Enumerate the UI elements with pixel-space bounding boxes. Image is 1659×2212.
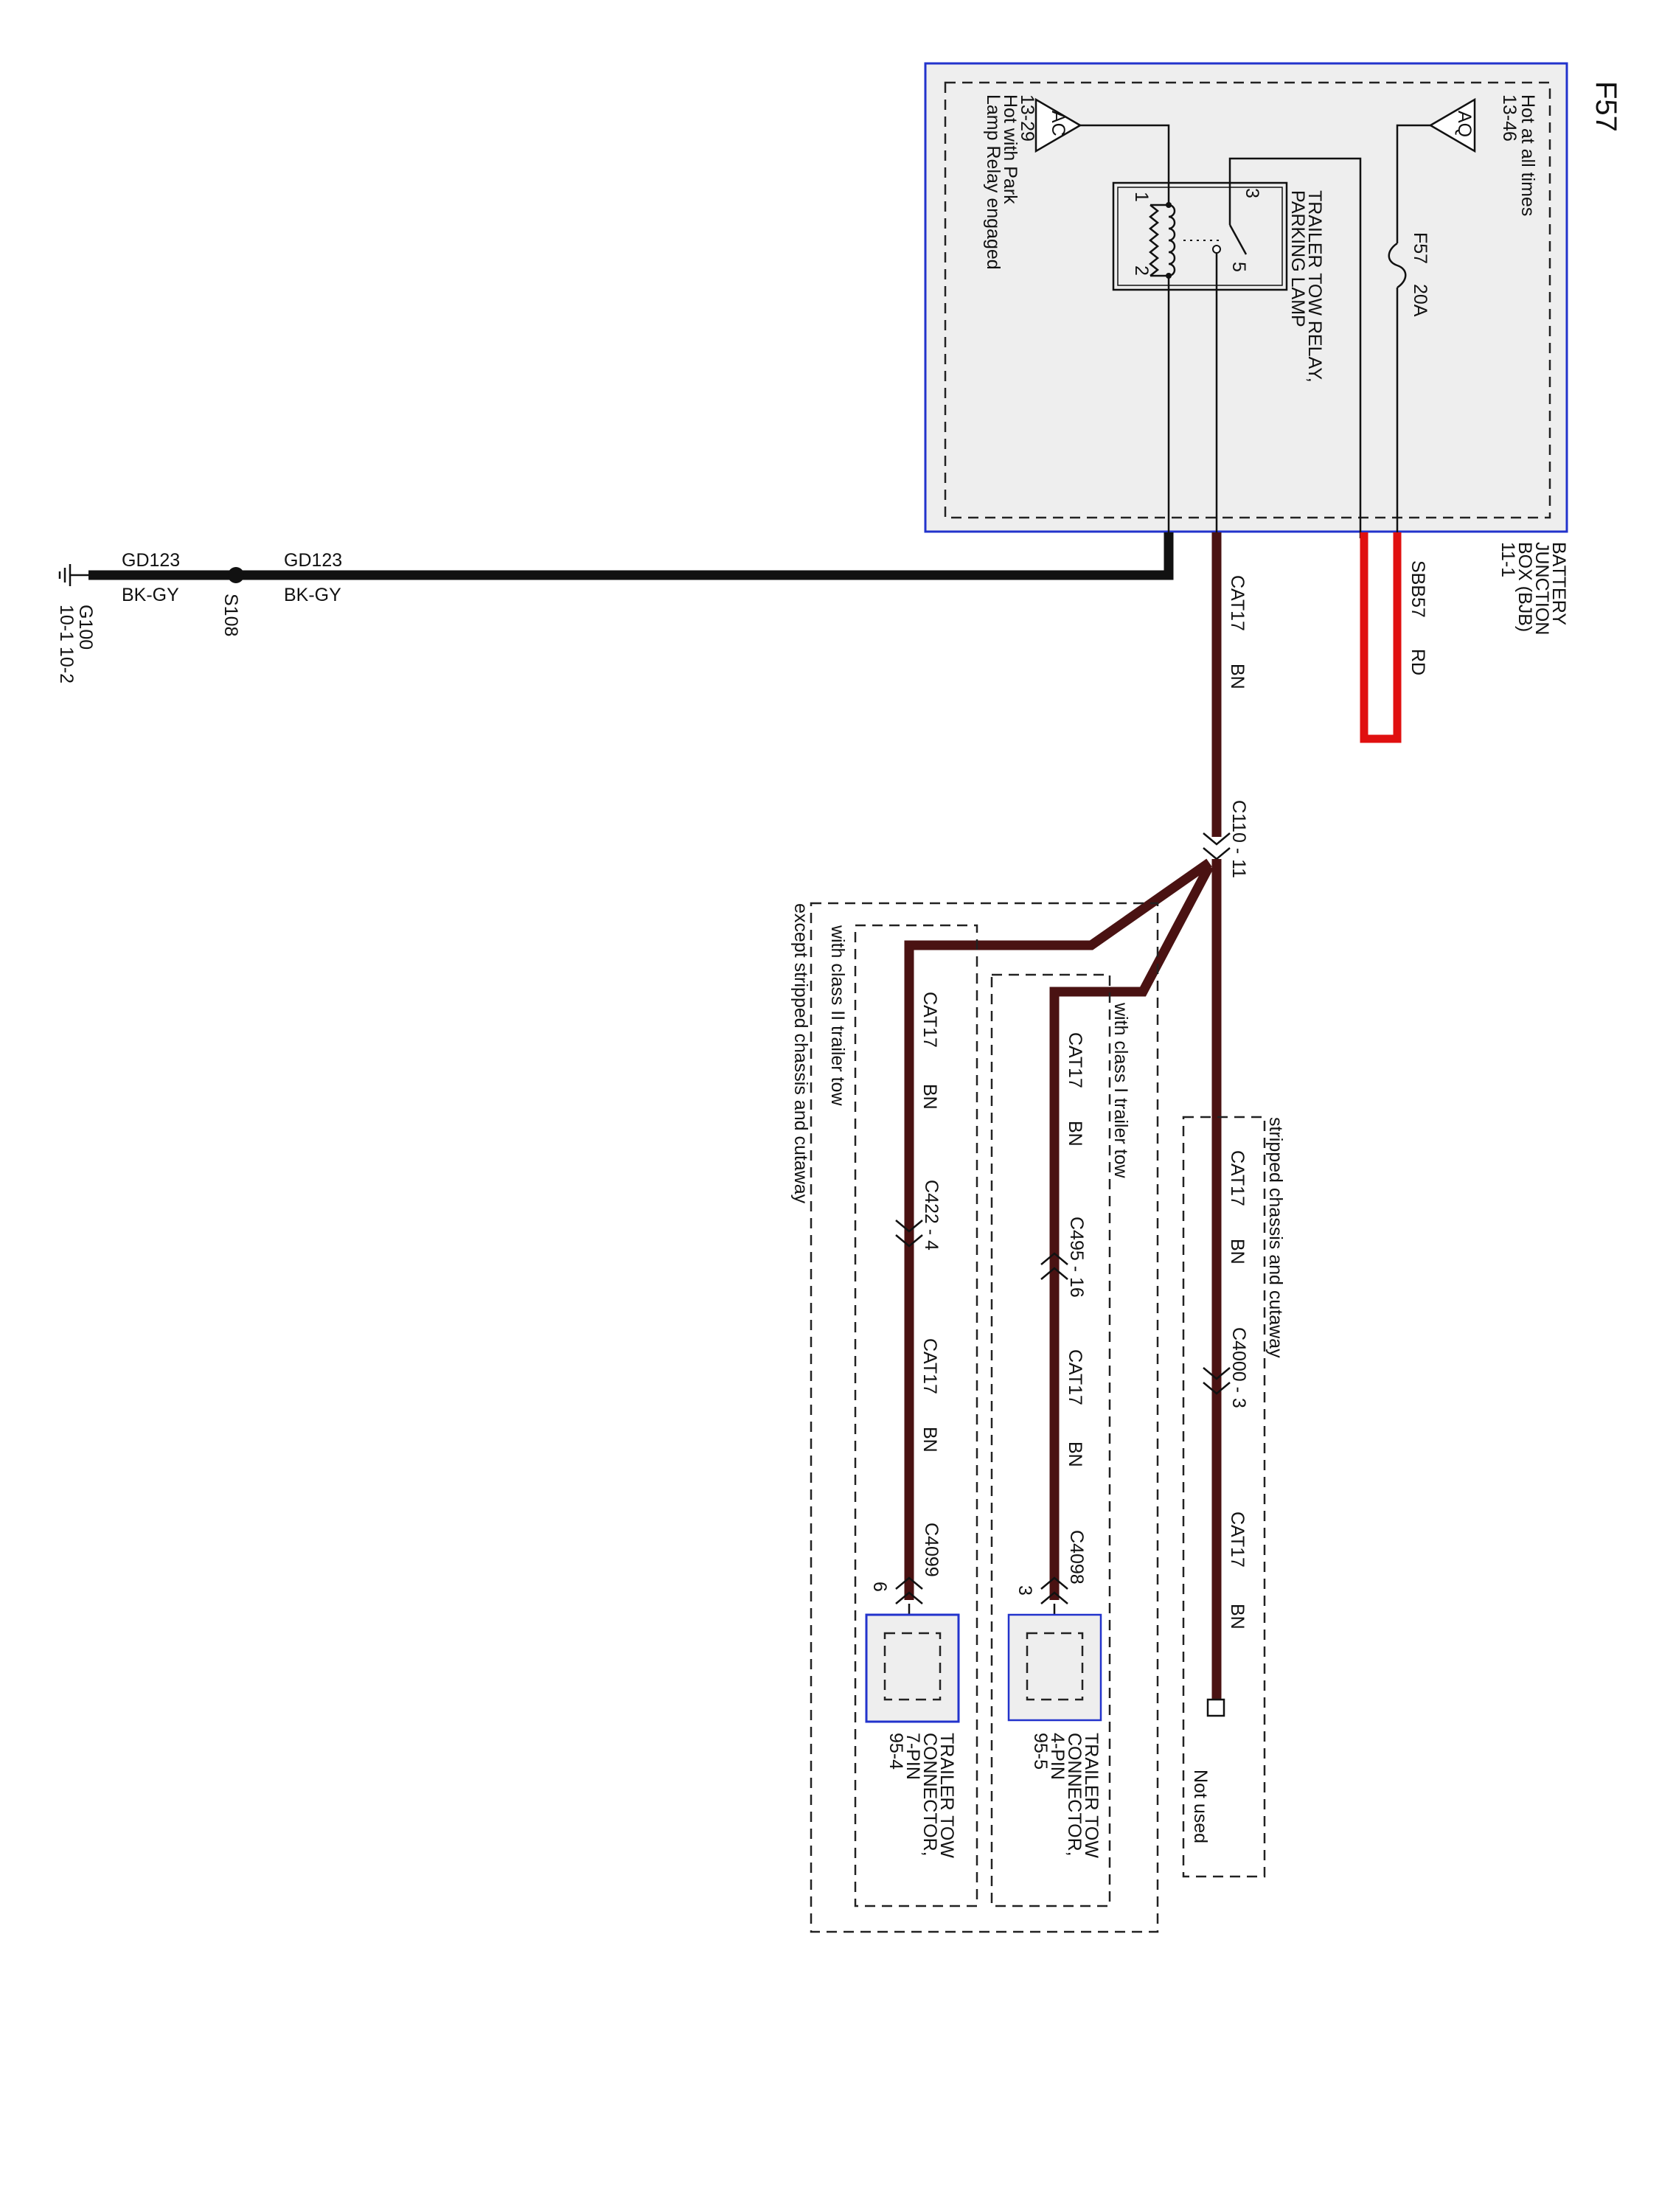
relay-coil-icon [1148, 204, 1160, 276]
connector-c495-label: C495 - 16 [1066, 1217, 1087, 1298]
not-used-label: Not used [1190, 1770, 1211, 1843]
relay-pin-3: 3 [1242, 188, 1262, 198]
ground-refs: 10-1 10-2 [56, 605, 77, 684]
wire-cat17-stripped-color1: BN [1227, 1239, 1248, 1265]
relay-label-line1: TRAILER TOW RELAY, [1304, 190, 1325, 383]
hot-ref-triangle-icon [1428, 97, 1476, 153]
bjb-inner-dashed-border [944, 81, 1551, 519]
wire-cat17-trunk-label: CAT17 [1227, 575, 1248, 631]
relay-switch-arm [1228, 224, 1248, 255]
relay-switch-contact [1212, 245, 1221, 254]
class1-option-label: with class I trailer tow [1110, 1002, 1131, 1179]
bjb-title-line2: JUNCTION [1531, 542, 1552, 635]
connector-c495-icon [1040, 1252, 1068, 1280]
park-ref-page: 13-29 [1017, 94, 1037, 142]
fuse-id: F57 [1410, 232, 1430, 264]
trailer-4pin-line4: 95-5 [1030, 1733, 1051, 1770]
wire-cat17-class1-color2: BN [1065, 1441, 1085, 1467]
fuse-rating: 20A [1410, 284, 1430, 317]
trailer-7pin-line1: TRAILER TOW [936, 1733, 957, 1858]
wire-gd123 [88, 532, 1174, 580]
wire-cat17-trunk-color: BN [1227, 664, 1248, 689]
class2-option-label: with class II trailer tow [827, 925, 848, 1106]
diagram-id: F57 [1590, 81, 1622, 132]
park-ref-tag: AC [1048, 111, 1068, 136]
relay-pin1-dot [1166, 202, 1172, 208]
relay-inner-box [1117, 187, 1283, 286]
relay-pin-1: 1 [1131, 192, 1152, 202]
wire-cat17-class1-color1: BN [1065, 1121, 1085, 1147]
splice-s108-dot [228, 567, 244, 583]
relay-pin2-dot [1166, 273, 1172, 279]
connector-c4099-label: C4099 [921, 1523, 942, 1577]
wire-cat17-class1-label2: CAT17 [1065, 1349, 1085, 1405]
fuse-icon [1388, 242, 1407, 289]
connector-c110-label: C110 - 11 [1228, 800, 1249, 878]
wire-gd123-color-left: BK-GY [122, 585, 179, 605]
hot-ref-tag: AQ [1454, 111, 1475, 137]
except-stripped-option-box [810, 902, 1159, 1933]
wire-cat17-stripped-label1: CAT17 [1227, 1150, 1248, 1206]
connector-c4000-label: C4000 - 3 [1228, 1327, 1249, 1408]
park-feed-line [1080, 124, 1170, 193]
relay-box [1112, 181, 1288, 291]
wire-sbb57-label: SBB57 [1408, 560, 1428, 618]
wire-cat17-class1 [1049, 863, 1214, 1600]
wire-sbb57-rd [1360, 532, 1402, 743]
trailer-4pin-connector [1007, 1613, 1102, 1722]
ground-g100-label: G100 [75, 605, 96, 650]
hot-at-all-times-label: Hot at all times [1517, 94, 1538, 216]
class2-option-box [854, 924, 978, 1907]
stripped-option-label: stripped chassis and cutaway [1265, 1117, 1286, 1358]
wire-cat17-stripped-label2: CAT17 [1227, 1512, 1248, 1568]
connector-c110-icon [1203, 832, 1231, 860]
trailer-4pin-line2: CONNECTOR, [1064, 1733, 1085, 1857]
wire-gd123-label-left: GD123 [122, 550, 180, 571]
connector-c4098-label: C4098 [1066, 1530, 1087, 1585]
trailer-7pin-connector [865, 1613, 960, 1723]
bjb-title-line3: BOX (BJB) [1514, 542, 1535, 632]
trailer-4pin-connector-inner [1026, 1632, 1084, 1701]
wire-cat17-class2-color1: BN [919, 1084, 940, 1110]
park-hot-label-line1: Hot with Park [1000, 94, 1020, 204]
not-used-terminal-icon [1206, 1698, 1225, 1717]
connector-c4099-icon [895, 1576, 923, 1604]
bjb-title-line4: 11-1 [1498, 542, 1518, 577]
relay-pin-2: 2 [1131, 265, 1152, 276]
stripped-option-box [1182, 1116, 1266, 1878]
connector-c422-label: C422 - 4 [921, 1180, 942, 1251]
splice-s108-label: S108 [220, 594, 241, 636]
trailer-7pin-line4: 95-4 [886, 1733, 906, 1770]
wire-gd123-color-right: BK-GY [284, 585, 341, 605]
trailer-7pin-line2: CONNECTOR, [919, 1733, 940, 1857]
relay-pin-5: 5 [1228, 262, 1249, 272]
trailer-4pin-line1: TRAILER TOW [1081, 1733, 1102, 1858]
wire-cat17-class1-label1: CAT17 [1065, 1032, 1085, 1088]
connector-c4098-icon [1040, 1576, 1068, 1604]
relay-feed-line [1228, 157, 1362, 538]
hot-feed-line [1396, 124, 1430, 243]
park-hot-label-line2: Lamp Relay engaged [983, 94, 1004, 270]
connector-c4099-pin: 6 [869, 1582, 890, 1592]
trailer-7pin-connector-inner [883, 1632, 942, 1701]
class1-option-box [990, 973, 1111, 1907]
wire-gd123-label-right: GD123 [284, 550, 342, 571]
connector-c4098-pin: 3 [1015, 1585, 1035, 1596]
wire-sbb57-color: RD [1408, 649, 1428, 675]
connector-c4000-icon [1203, 1367, 1231, 1395]
trailer-4pin-line3: 4-PIN [1047, 1733, 1068, 1780]
connector-c422-icon [895, 1220, 923, 1248]
wire-cat17-stripped-color2: BN [1227, 1604, 1248, 1630]
park-ref-triangle-icon [1034, 97, 1082, 153]
wire-cat17-class2-label1: CAT17 [919, 992, 940, 1048]
trailer-7pin-line3: 7-PIN [902, 1733, 923, 1780]
wire-cat17-class2-label2: CAT17 [919, 1338, 940, 1394]
relay-coil-winding [1168, 204, 1176, 277]
wire-cat17-class2-color2: BN [919, 1427, 940, 1453]
hot-ref-page: 13-46 [1499, 94, 1520, 142]
bjb-title-line1: BATTERY [1548, 542, 1569, 625]
except-stripped-label: except stripped chassis and cutaway [790, 903, 811, 1204]
relay-label-line2: PARKING LAMP [1287, 190, 1308, 327]
